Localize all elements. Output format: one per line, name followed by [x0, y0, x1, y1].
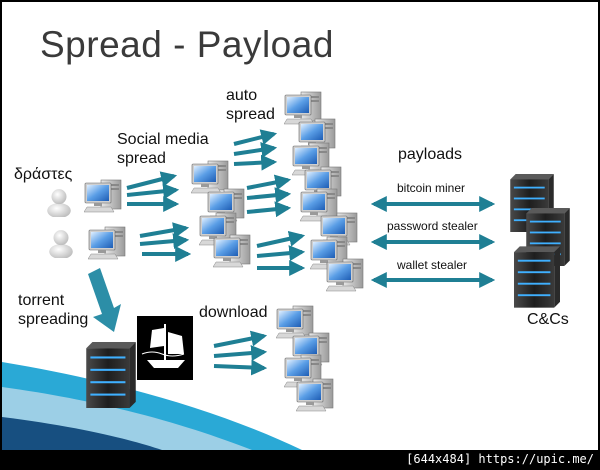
person-icon — [49, 230, 73, 258]
arrow-icon — [126, 171, 178, 190]
actors-label: δράστες — [14, 166, 73, 183]
computer-icon — [88, 226, 126, 260]
arrow-icon — [256, 230, 306, 248]
social-media-spread-label: Social media spread — [117, 131, 209, 167]
arrow-icon — [88, 268, 121, 332]
arrow-icon — [213, 345, 268, 361]
arrow-icon — [139, 233, 190, 250]
arrow-icon — [233, 154, 278, 171]
arrow-icon — [246, 201, 292, 218]
arrow-icon — [233, 129, 278, 146]
slide: Spread - Payload δράστες Social media sp… — [2, 2, 598, 450]
slide-title: Spread - Payload — [40, 24, 334, 65]
computer-icon — [326, 258, 364, 292]
spread-arrows — [126, 129, 496, 376]
server-icon — [514, 246, 560, 308]
diagram-canvas — [2, 91, 570, 450]
arrow-icon — [246, 187, 292, 204]
computer-icon — [213, 234, 251, 268]
payload-bitcoin-miner: bitcoin miner — [397, 181, 466, 195]
pirate-ship-icon — [137, 316, 193, 380]
computer-icon — [84, 179, 122, 213]
arrow-icon — [213, 330, 268, 348]
computer-icon — [296, 378, 334, 412]
cnc-label: C&Cs — [527, 311, 569, 328]
person-icon — [47, 189, 71, 217]
footer-text: [644x484] https://upic.me/ — [406, 452, 594, 466]
computer-icon — [276, 305, 314, 339]
corner-wave-decoration — [2, 362, 302, 450]
arrow-icon — [213, 359, 268, 376]
payload-wallet-stealer: wallet stealer — [397, 258, 468, 272]
arrow-icon — [233, 141, 278, 158]
arrow-icon — [246, 174, 292, 191]
download-label: download — [199, 304, 268, 321]
arrow-icon — [126, 183, 180, 200]
arrow-icon — [139, 222, 190, 239]
image-host-footer: [644x484] https://upic.me/ — [0, 450, 600, 470]
server-icon — [86, 342, 136, 408]
payload-password-stealer: password stealer — [387, 219, 478, 233]
arrow-icon — [256, 245, 306, 262]
auto-spread-label: auto spread — [226, 87, 275, 123]
torrent-spreading-label: torrent spreading — [18, 292, 89, 328]
payloads-label: payloads — [398, 146, 463, 163]
